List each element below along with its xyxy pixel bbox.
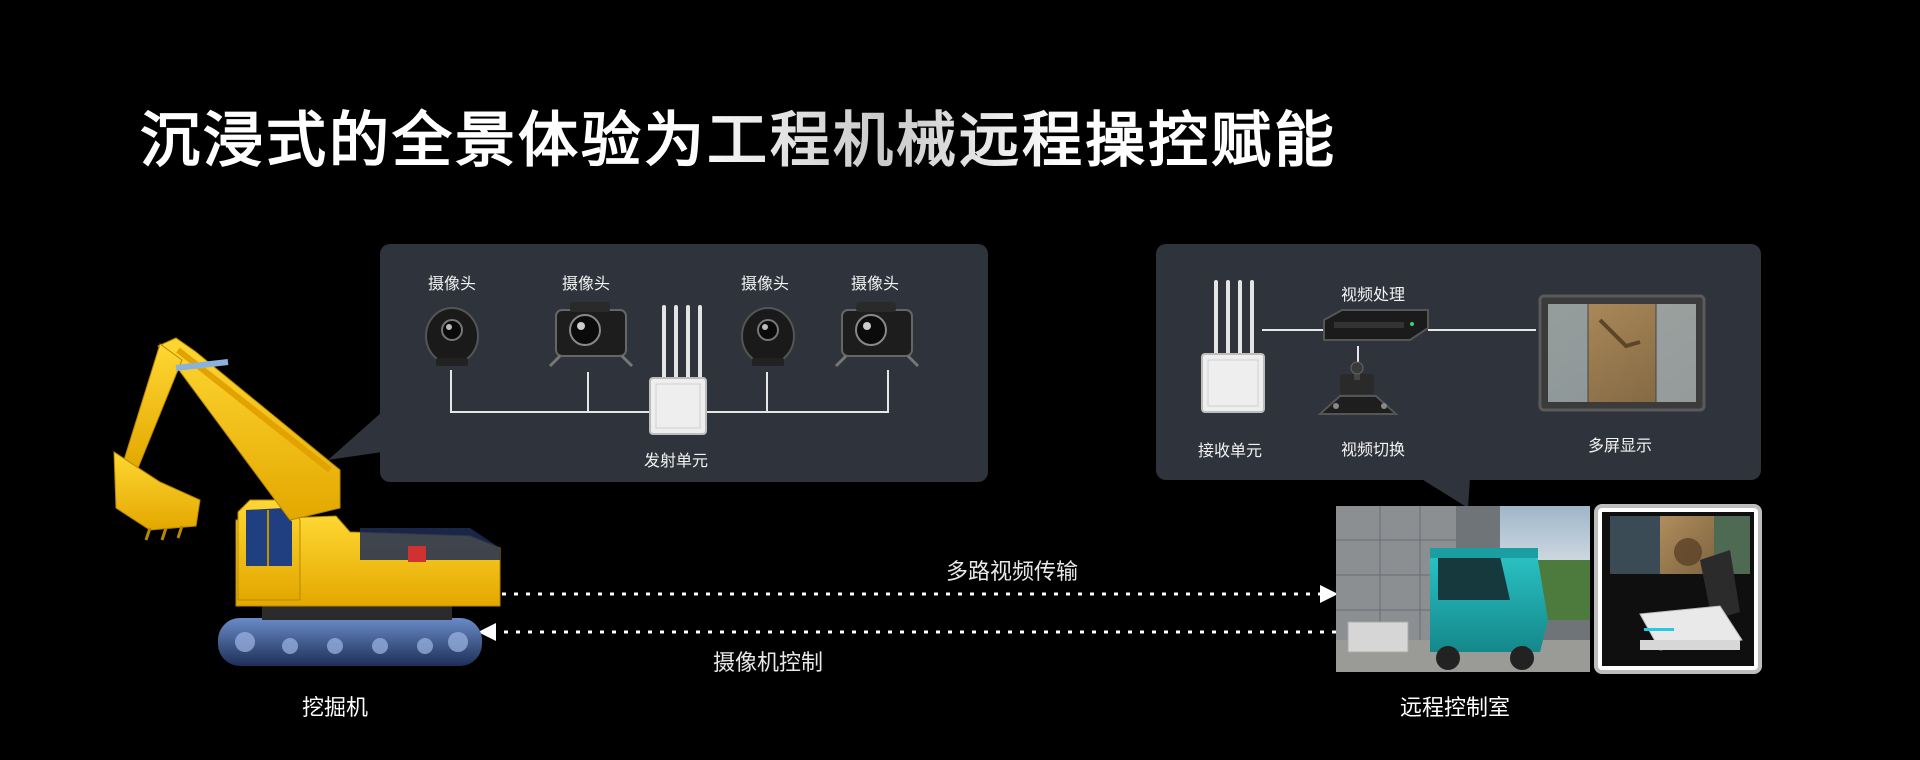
transmitter-unit-icon: [649, 305, 707, 435]
camera-icon-2: [548, 302, 634, 368]
excavator-label: 挖掘机: [302, 696, 369, 721]
camera-icon-1: [425, 307, 479, 366]
video-transmission-arrow: [502, 585, 1338, 603]
control-room-exterior-image: [1336, 506, 1590, 672]
left-panel-pointer: [328, 412, 382, 460]
camera-icon-4: [834, 302, 920, 368]
right-panel-pointer: [1420, 478, 1470, 508]
video-processing-label: 视频处理: [1341, 285, 1406, 304]
camera-label-1: 摄像头: [428, 274, 477, 293]
excavator-image: [113, 337, 501, 666]
receiver-unit-label: 接收单元: [1198, 441, 1263, 460]
camera-control-label: 摄像机控制: [713, 651, 824, 676]
page-title: 沉浸式的全景体验为工程机械远程操控赋能: [140, 92, 1337, 179]
video-switch-icon: [1317, 361, 1399, 415]
control-room-interior-image: [1594, 504, 1762, 674]
control-room-label: 远程控制室: [1400, 696, 1511, 721]
excavator-equipment-panel: [380, 244, 988, 482]
transmitter-unit-label: 发射单元: [644, 451, 709, 470]
receiver-unit-icon: [1201, 280, 1265, 413]
camera-label-2: 摄像头: [562, 274, 611, 293]
camera-icon-3: [741, 307, 795, 366]
camera-label-3: 摄像头: [741, 274, 790, 293]
camera-control-arrow: [478, 623, 1336, 641]
multi-screen-display-icon: [1538, 294, 1706, 412]
video-switch-label: 视频切换: [1341, 440, 1406, 459]
video-processor-icon: [1323, 309, 1429, 341]
video-transmission-label: 多路视频传输: [946, 560, 1079, 585]
multi-screen-label: 多屏显示: [1588, 436, 1653, 455]
camera-label-4: 摄像头: [851, 274, 900, 293]
